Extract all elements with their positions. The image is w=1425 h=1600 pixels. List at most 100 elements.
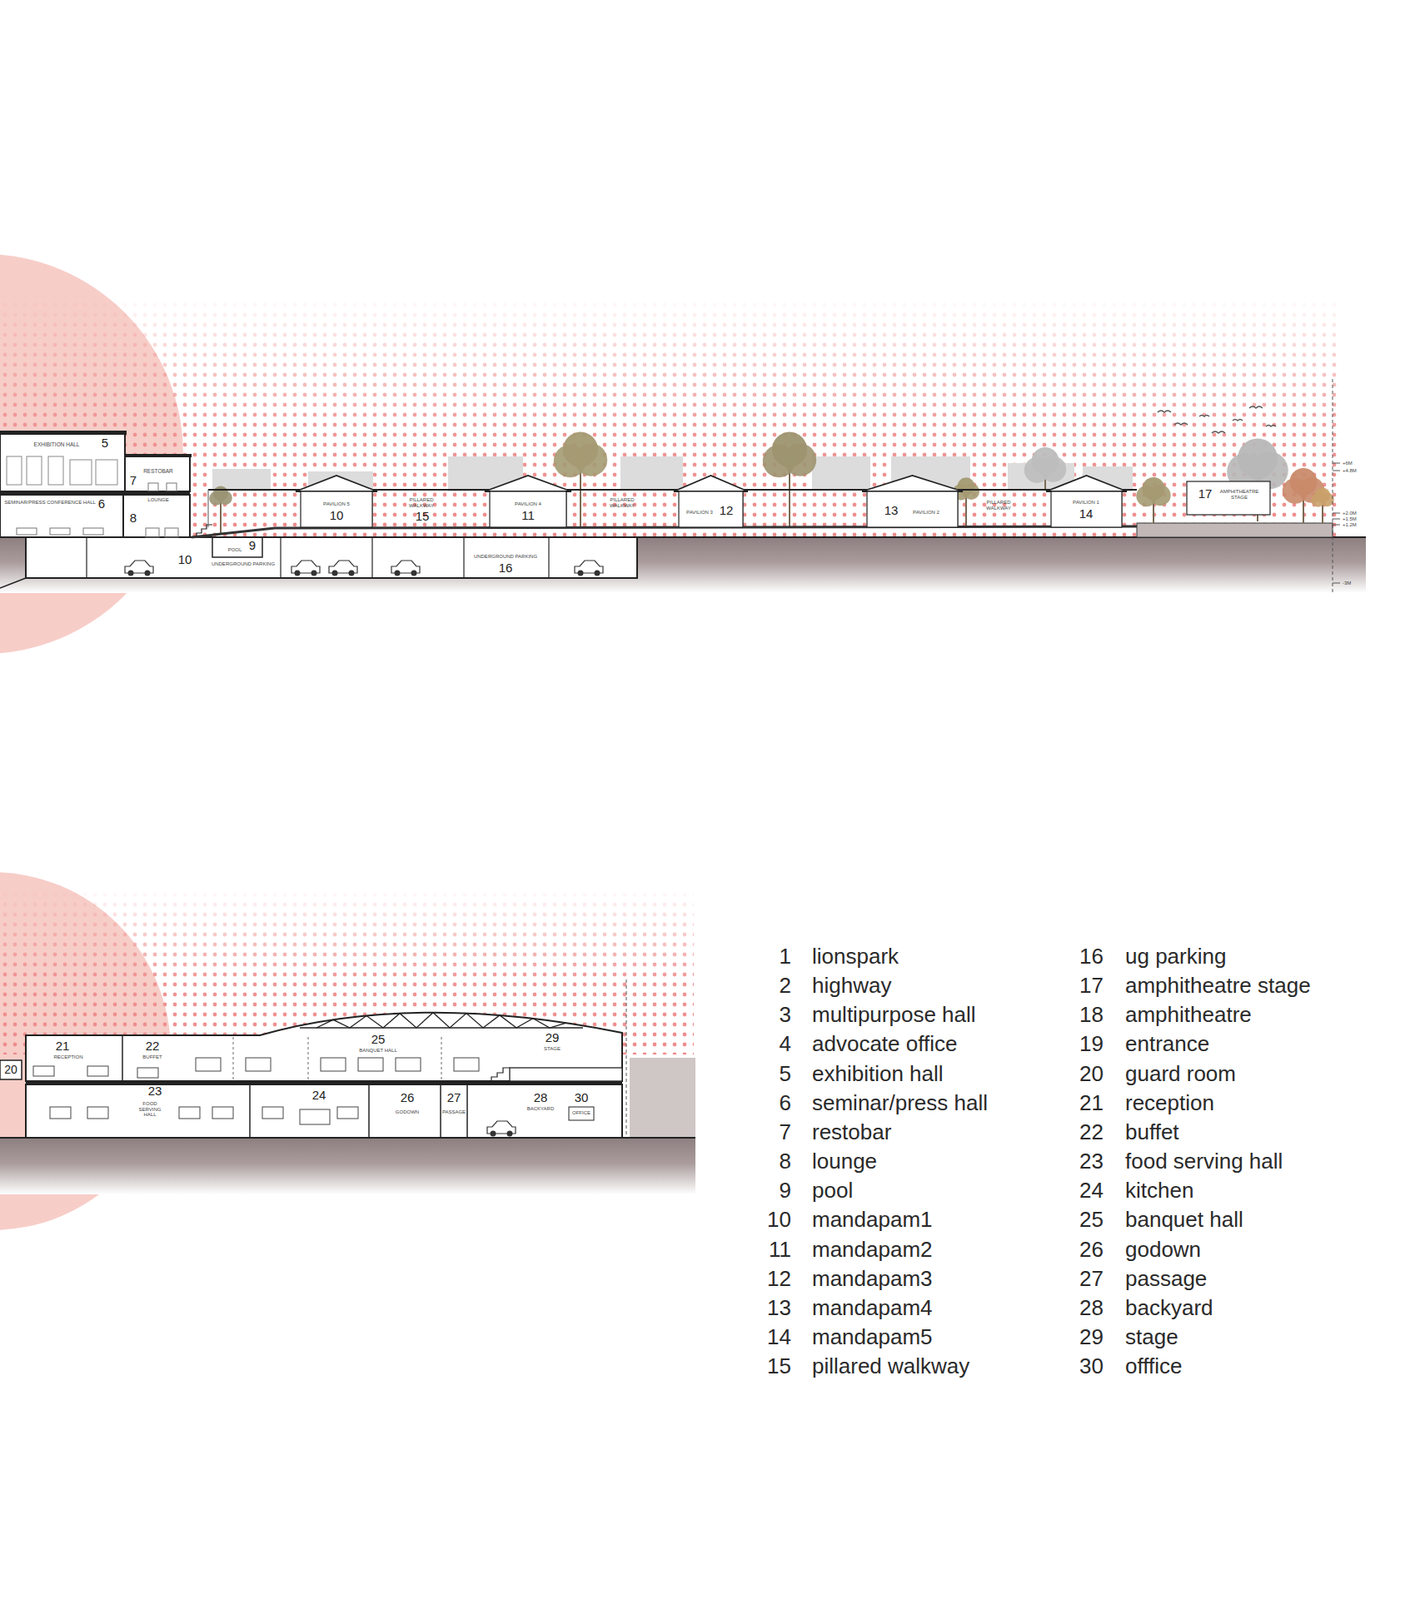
level-mark: +2.0M [1342, 510, 1357, 517]
callout-number: 16 [498, 561, 514, 576]
room-label: EXHIBITION HALL [34, 441, 80, 448]
legend-text: backyard [1125, 1295, 1214, 1321]
tree-canopy [1315, 487, 1331, 503]
pavilion [1051, 491, 1122, 528]
legend-text: amphitheatre stage [1125, 973, 1311, 998]
legend-text: mandapam5 [812, 1325, 933, 1350]
table [87, 1106, 109, 1119]
table [395, 1057, 421, 1072]
pavilion [866, 491, 958, 528]
wall-line [249, 1084, 251, 1138]
level-tick [1332, 524, 1341, 526]
lower-floor [25, 1084, 623, 1138]
roof-slab [0, 430, 127, 435]
walkway-roof [957, 488, 1052, 491]
pavilion [489, 491, 567, 528]
legend-text: multipurpose hall [812, 1002, 977, 1027]
legend-number: 24 [1079, 1178, 1104, 1203]
room-label: RECEPTION [53, 1054, 83, 1061]
car-wheel [577, 570, 584, 577]
legend-text: amphitheatre [1125, 1002, 1252, 1027]
callout-number: 28 [533, 1091, 549, 1106]
legend-number: 28 [1079, 1295, 1104, 1321]
legend-number: 11 [768, 1237, 792, 1262]
table [179, 1106, 200, 1119]
table [137, 1067, 159, 1078]
table [358, 1057, 384, 1072]
legend-text: kitchen [1125, 1178, 1194, 1203]
pavilion-roof [673, 475, 748, 492]
level-tick [1332, 582, 1341, 584]
banquet-building [25, 1012, 623, 1082]
legend-number: 19 [1079, 1031, 1104, 1057]
room-label: STAGE [543, 1046, 561, 1052]
legend-number: 1 [779, 944, 792, 969]
wall-line [85, 537, 87, 578]
legend-number: 29 [1079, 1325, 1104, 1350]
legend-text: lionspark [812, 944, 899, 969]
platform [191, 526, 1137, 538]
callout-number: 24 [312, 1088, 327, 1103]
legend-number: 12 [767, 1266, 792, 1291]
legend-text: banquet hall [1125, 1207, 1244, 1232]
level-mark: +1.2M [1342, 522, 1357, 529]
legend-number: 21 [1079, 1091, 1104, 1116]
room-label: PAVILION 5 [323, 501, 350, 508]
pavilion-roof [1046, 475, 1127, 492]
legend-number: 17 [1079, 973, 1104, 998]
table [320, 1057, 346, 1072]
callout-number: 25 [371, 1032, 386, 1047]
room-label: LOUNGE [147, 497, 169, 504]
callout-number: 8 [129, 511, 137, 526]
bird [1211, 431, 1226, 434]
pavilion [300, 491, 373, 528]
steps [491, 1067, 510, 1082]
wall-line [279, 537, 281, 578]
bird [1174, 423, 1188, 425]
callout-number: 17 [1198, 487, 1213, 502]
legend-number: 6 [779, 1091, 792, 1116]
room-label: PILLARED WALKWAY [981, 499, 1016, 511]
ground [0, 1137, 696, 1195]
callout-number: 13 [884, 503, 899, 519]
legend-number: 14 [767, 1325, 792, 1350]
tree-canopy [563, 432, 598, 468]
column [233, 1036, 235, 1082]
legend-number: 9 [779, 1178, 792, 1203]
seminar-room [0, 494, 124, 538]
legend-text: mandapam1 [812, 1207, 933, 1232]
legend-number: 18 [1079, 1002, 1104, 1027]
level-tick [1332, 513, 1341, 514]
wall-line [368, 1084, 370, 1138]
room-label: BANQUET HALL [358, 1047, 398, 1054]
exhibition-block [0, 433, 125, 492]
legend-number: 8 [779, 1149, 792, 1174]
callout-number: 7 [129, 473, 137, 489]
room-label: PILLARED WALKWAY [404, 497, 439, 509]
table [195, 1057, 221, 1072]
legend-text: stage [1125, 1325, 1179, 1350]
walkway-roof [372, 488, 490, 491]
background-building [620, 456, 683, 490]
guard-room-box [0, 1060, 22, 1080]
column [308, 1036, 309, 1082]
exhibit-panel [48, 456, 64, 485]
table [87, 1066, 109, 1077]
exhibit-panel [95, 459, 118, 485]
legend-text: buffet [1125, 1120, 1180, 1145]
callout-number: 14 [1079, 507, 1094, 522]
ground [0, 537, 1366, 593]
wall-line [121, 1035, 124, 1082]
car-wheel [490, 1131, 497, 1137]
legend-number: 30 [1079, 1354, 1104, 1379]
level-tick [1332, 470, 1341, 472]
tree-canopy [1237, 438, 1278, 479]
truss-chord [299, 1026, 583, 1029]
legend-number: 13 [767, 1295, 792, 1321]
legend-text: offfice [1125, 1354, 1182, 1379]
truss-web [316, 1012, 567, 1028]
wall-line [439, 1084, 442, 1138]
tree-canopy [1031, 447, 1060, 475]
sofa [145, 528, 160, 538]
